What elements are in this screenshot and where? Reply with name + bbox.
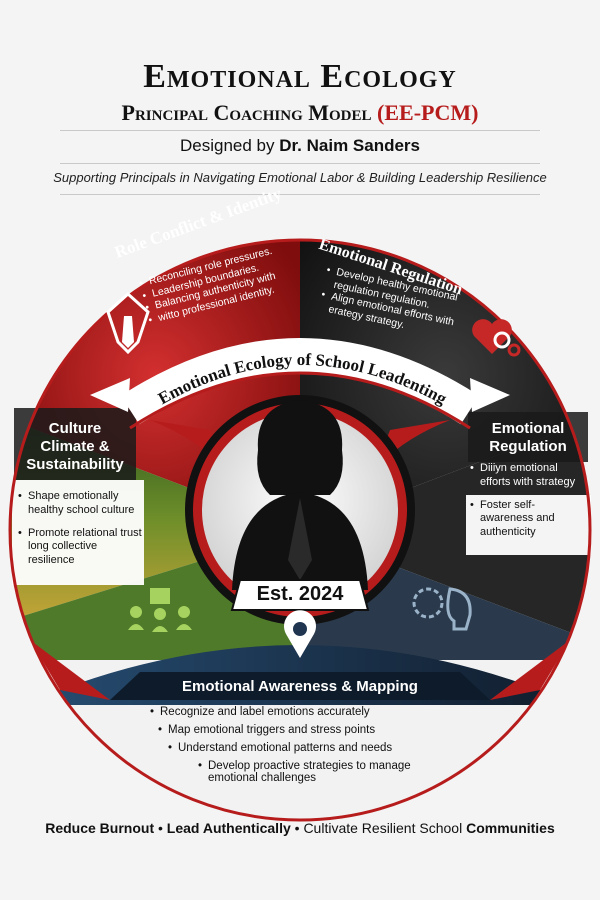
culture-title-line: Climate & xyxy=(40,438,110,455)
culture-list: Shape emotionally healthy school culture… xyxy=(18,490,142,577)
arc-band xyxy=(120,338,480,425)
footer-part4: Communities xyxy=(466,820,555,836)
list-item: Develop proactive strategies to manage e… xyxy=(198,760,418,784)
list-item: Promote relational trust long collective… xyxy=(18,527,142,568)
list-item: Understand emotional patterns and needs xyxy=(168,742,450,754)
designed-by: Designed by Dr. Naim Sanders xyxy=(0,136,600,156)
divider xyxy=(60,163,540,164)
community-icon xyxy=(128,588,192,632)
list-item: Map emotional triggers and stress points xyxy=(158,724,450,736)
tie-icon xyxy=(106,291,150,355)
awareness-list: Recognize and label emotions accurately … xyxy=(150,706,450,790)
principal-silhouette xyxy=(232,400,368,590)
footer-sep: • xyxy=(154,820,167,836)
left-red-swoosh xyxy=(150,420,225,470)
awareness-right-swoosh xyxy=(490,640,570,700)
list-item: Foster self-awareness and authenticity xyxy=(470,499,585,540)
regulation-right-title: Emotional Regulation xyxy=(468,420,588,456)
left-arrowhead xyxy=(90,378,130,412)
page-title: Emotional Ecology xyxy=(143,58,457,95)
regulation-title-line: Emotional xyxy=(491,420,565,437)
subtitle-main: Principal Coaching Model xyxy=(121,100,378,125)
header: Emotional Ecology Principal Coaching Mod… xyxy=(0,0,600,200)
page-subtitle: Principal Coaching Model (EE-PCM) xyxy=(0,100,600,126)
divider xyxy=(60,130,540,131)
divider xyxy=(60,194,540,195)
established-label: Est. 2024 xyxy=(256,583,344,605)
list-item: Recognize and label emotions accurately xyxy=(150,706,450,718)
footer-part2: Lead Authentically xyxy=(166,820,291,836)
culture-title-line: Sustainability xyxy=(26,456,124,473)
culture-title: Culture Climate & Sustainability xyxy=(14,420,136,474)
arc-underline xyxy=(129,371,471,430)
subtitle-acronym: (EE-PCM) xyxy=(377,100,479,125)
list-item: Diiiyn emotional efforts with strategy xyxy=(470,462,585,490)
awareness-title: Emotional Awareness & Mapping xyxy=(182,678,418,695)
culture-title-box xyxy=(14,408,136,480)
footer: Reduce Burnout • Lead Authentically • Cu… xyxy=(0,820,600,836)
est-banner xyxy=(230,579,370,611)
footer-part1: Reduce Burnout xyxy=(45,820,155,836)
right-red-swoosh xyxy=(375,420,450,470)
footer-part3: Cultivate Resilient School xyxy=(303,820,467,836)
awareness-left-swoosh xyxy=(30,640,110,700)
regulation-title-line: Regulation xyxy=(489,438,567,455)
designer-name: Dr. Naim Sanders xyxy=(279,136,420,155)
location-pin-icon xyxy=(284,610,316,658)
heart-gears-icon xyxy=(472,319,521,357)
outer-ring xyxy=(8,238,592,822)
gears-head-icon xyxy=(412,587,472,631)
designed-prefix: Designed by xyxy=(179,136,280,155)
footer-sep: • xyxy=(290,820,304,836)
culture-title-line: Culture xyxy=(48,420,102,437)
list-item: Shape emotionally healthy school culture xyxy=(18,490,142,518)
regulation-right-list: Diiiyn emotional efforts with strategy F… xyxy=(470,462,585,549)
awareness-banner xyxy=(110,672,490,700)
tagline: Supporting Principals in Navigating Emot… xyxy=(53,170,547,185)
right-arrowhead xyxy=(470,378,510,412)
